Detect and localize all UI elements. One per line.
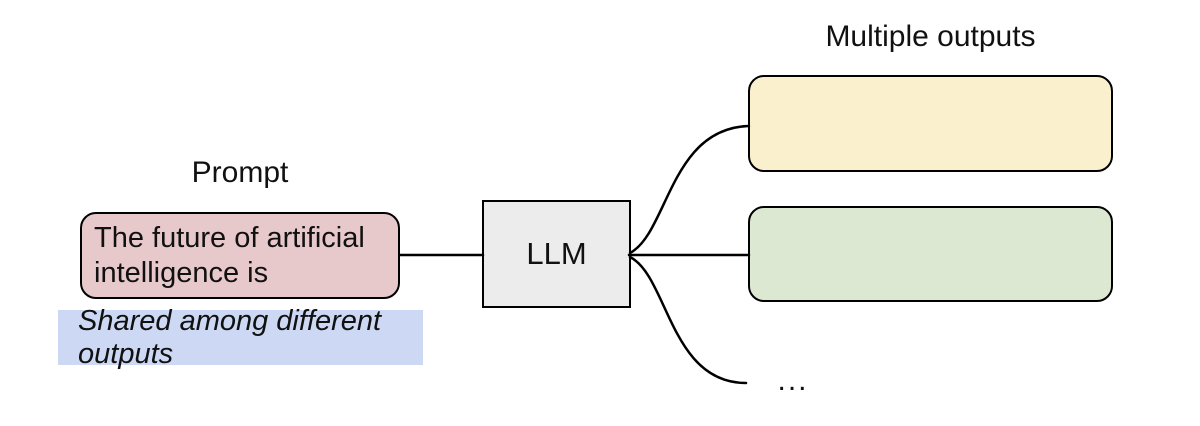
prompt-box: The future of artificial intelligence is (80, 212, 400, 299)
output-box-2 (748, 206, 1113, 302)
connector-llm-to-ellipsis (628, 255, 748, 385)
output-box-1 (748, 75, 1113, 172)
prompt-title: Prompt (191, 156, 289, 189)
prompt-box-text: The future of artificial intelligence is (94, 221, 365, 289)
more-outputs-ellipsis: ... (777, 364, 809, 397)
shared-note-text: Shared among different outputs (78, 304, 382, 370)
connector-llm-to-output-1 (628, 124, 751, 255)
shared-note-highlight: Shared among different outputs (58, 305, 423, 370)
outputs-title: Multiple outputs (825, 20, 1036, 53)
llm-box-label: LLM (526, 236, 587, 271)
llm-box: LLM (482, 200, 631, 308)
